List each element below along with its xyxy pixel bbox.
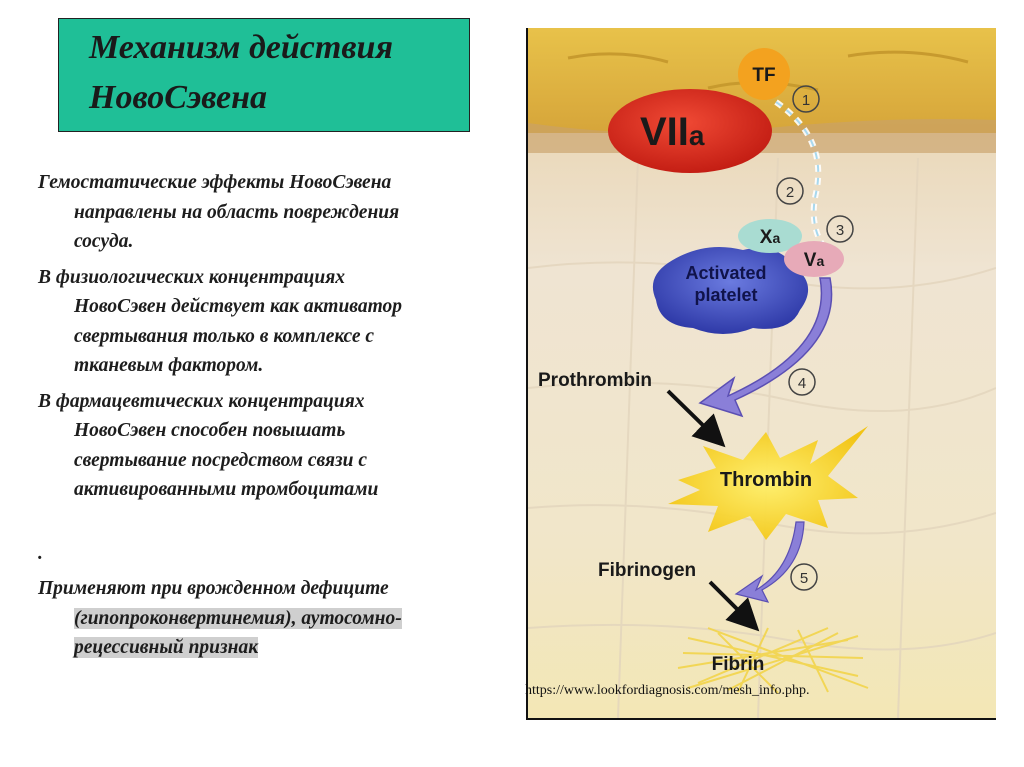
text-line: активированными тромбоцитами bbox=[74, 479, 379, 500]
prothrombin-label: Prothrombin bbox=[538, 370, 652, 391]
thrombin-label: Thrombin bbox=[720, 469, 812, 491]
fibrin-label: Fibrin bbox=[712, 654, 765, 675]
viia-factor-shape bbox=[608, 89, 772, 173]
activated-platelet-shape bbox=[652, 246, 809, 334]
text-line: Применяют при врожденном дефиците bbox=[38, 578, 389, 599]
source-url: https://www.lookfordiagnosis.com/mesh_in… bbox=[525, 683, 810, 698]
text-line: В фармацевтических концентрациях bbox=[38, 390, 365, 412]
title-box: Механизм действия НовоСэвена bbox=[58, 18, 470, 132]
paragraph-application: Применяют при врожденном дефиците (гипоп… bbox=[38, 574, 518, 663]
title-line-2: НовоСэвена bbox=[89, 79, 267, 116]
step-1: 1 bbox=[802, 92, 810, 109]
tf-shape bbox=[738, 48, 790, 100]
text-line: свертывание посредством связи с bbox=[74, 449, 368, 471]
arrow-prothrombin-to-thrombin bbox=[666, 389, 726, 448]
step-4: 4 bbox=[798, 375, 806, 392]
step-markers bbox=[776, 85, 854, 591]
dot-separator: . bbox=[38, 542, 43, 564]
step-2: 2 bbox=[786, 184, 794, 201]
text-line: Гемостатические эффекты НовоСэвена bbox=[38, 172, 392, 193]
arrow-fibrinogen-to-fibrin bbox=[708, 580, 760, 632]
va-factor-shape bbox=[784, 241, 844, 277]
coagulation-diagram: VIIa TF Activated platelet Xa Va 1 2 3 4… bbox=[528, 28, 996, 718]
text-line-highlighted: (гипопроконвертинемия), аутосомно- bbox=[74, 607, 402, 629]
purple-arrow-prothrombin bbox=[698, 277, 833, 418]
figure-bottom-border bbox=[526, 718, 996, 720]
thrombin-burst-shape bbox=[668, 426, 868, 540]
fibrinogen-label: Fibrinogen bbox=[598, 560, 696, 581]
xa-factor-shape bbox=[738, 219, 802, 253]
text-line: В физиологических концентрациях bbox=[38, 266, 346, 288]
text-line: НовоСэвен действует как активатор bbox=[74, 296, 403, 317]
text-line: сосуда. bbox=[74, 231, 134, 252]
text-line: тканевым фактором. bbox=[74, 355, 264, 376]
step-3: 3 bbox=[836, 222, 844, 239]
paragraph-hemostatic-effects: Гемостатические эффекты НовоСэвена напра… bbox=[38, 168, 518, 257]
body-text: Гемостатические эффекты НовоСэвена напра… bbox=[38, 168, 518, 669]
tf-label: TF bbox=[752, 65, 775, 86]
figure-left-border bbox=[526, 28, 528, 720]
paragraph-physiological: В физиологических концентрациях НовоСэве… bbox=[38, 263, 518, 381]
title-line-1: Механизм действия bbox=[89, 29, 393, 66]
text-line: НовоСэвен способен повышать bbox=[74, 420, 346, 441]
xa-label: Xa bbox=[760, 227, 781, 248]
platelet-label-line-1: Activated bbox=[685, 263, 766, 283]
step-5: 5 bbox=[800, 570, 808, 587]
platelet-label-line-2: platelet bbox=[694, 285, 757, 305]
text-line: направлены на область повреждения bbox=[74, 201, 400, 223]
fibrin-mesh bbox=[677, 627, 869, 694]
text-line: свертывания только в комплексе с bbox=[74, 325, 375, 347]
paragraph-pharmaceutical: В фармацевтических концентрациях НовоСэв… bbox=[38, 387, 518, 505]
viia-label: VIIa bbox=[640, 110, 705, 154]
text-line-highlighted: рецессивный признак bbox=[74, 637, 259, 658]
va-label: Va bbox=[804, 250, 825, 271]
